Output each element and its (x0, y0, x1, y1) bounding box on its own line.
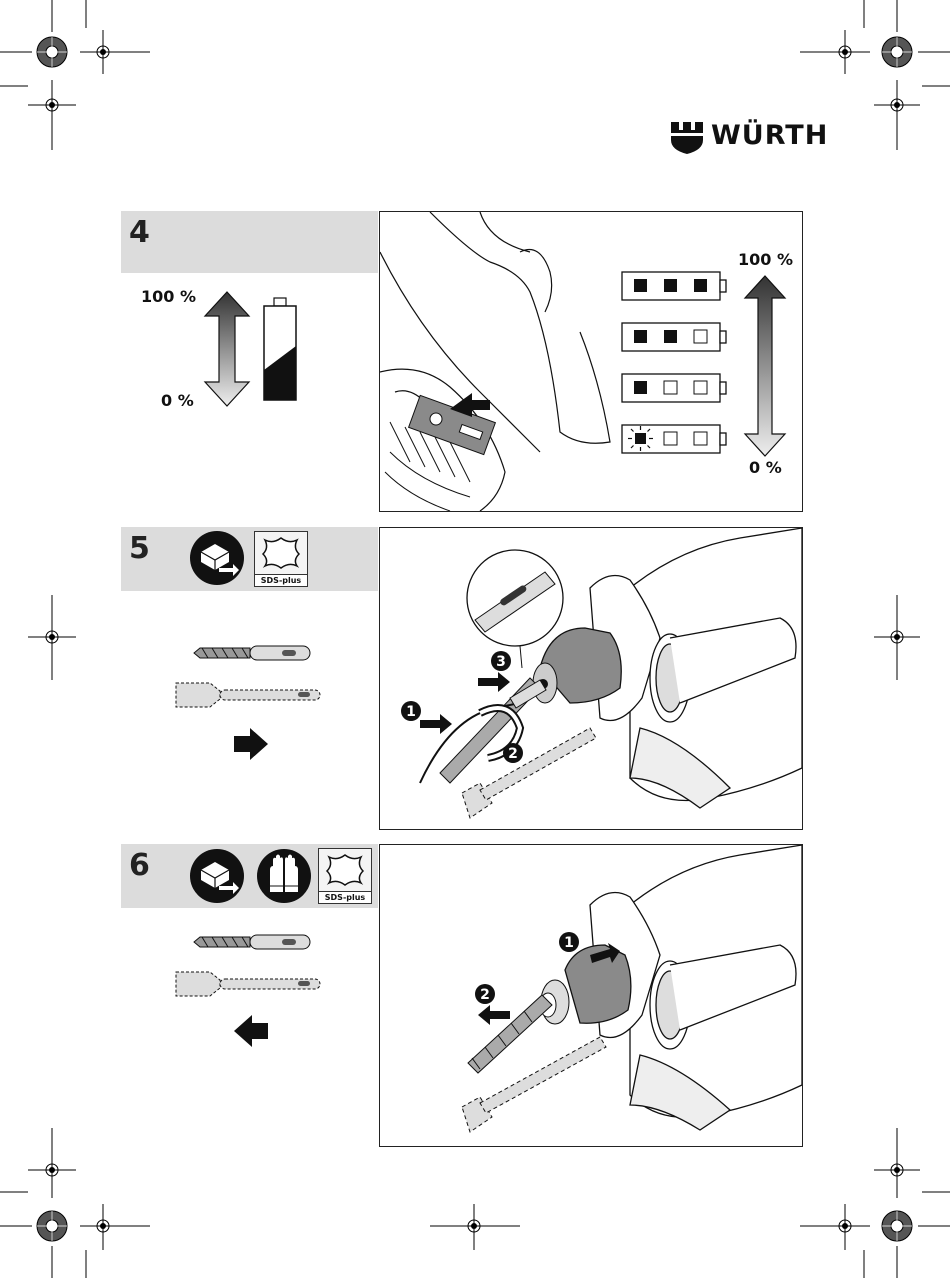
charge-top-label: 100 % (141, 287, 196, 306)
callout-number: 1 (406, 704, 416, 720)
sds-plus-label: SDS-plus (319, 891, 371, 903)
step-5-header: 5 SDS-plus (121, 527, 378, 591)
step-4-illustration: 100 % 0 % (379, 211, 803, 512)
sds-plus-icon: SDS-plus (318, 848, 372, 904)
indicator-top-label: 100 % (738, 250, 793, 269)
charge-bottom-label: 0 % (161, 391, 194, 410)
chisel-icon (174, 681, 324, 709)
arrow-left-icon (232, 1013, 270, 1049)
up-down-arrow-icon (202, 290, 252, 408)
battery-level-2 (620, 321, 730, 353)
remove-battery-icon (189, 530, 245, 586)
callout-number: 2 (508, 746, 518, 762)
remove-battery-icon (189, 848, 245, 904)
brand-name: WÜRTH (711, 120, 828, 151)
drill-bit-icon (190, 932, 314, 952)
step-number: 5 (129, 531, 150, 566)
up-down-arrow-icon (742, 274, 788, 458)
battery-level-1 (620, 372, 730, 404)
step-number: 4 (129, 215, 150, 250)
step-6-illustration: 1 2 (379, 844, 803, 1147)
callout-2: 2 (502, 742, 524, 764)
callout-number: 3 (496, 654, 506, 670)
remove-tool-illustration (380, 845, 802, 1146)
battery-level-blinking (620, 423, 730, 455)
battery-level-3 (620, 270, 730, 302)
insert-tool-illustration (380, 528, 802, 829)
callout-2: 2 (474, 983, 496, 1005)
arrow-right-icon (232, 726, 270, 762)
step-5-illustration: 1 2 3 (379, 527, 803, 830)
gloves-icon (256, 848, 312, 904)
callout-1: 1 (400, 700, 422, 722)
sds-plus-label: SDS-plus (255, 574, 307, 586)
sds-shank-icon (255, 532, 307, 574)
sds-plus-icon: SDS-plus (254, 531, 308, 587)
callout-1: 1 (558, 931, 580, 953)
wuerth-logo-icon (669, 120, 705, 156)
drill-bit-icon (190, 643, 314, 663)
callout-number: 2 (480, 987, 490, 1003)
step-4-header: 4 (121, 211, 378, 273)
step-6-header: 6 SDS-plus (121, 844, 378, 908)
step-number: 6 (129, 848, 150, 883)
callout-3: 3 (490, 650, 512, 672)
chisel-icon (174, 970, 324, 998)
battery-icon (260, 296, 300, 404)
sds-shank-icon (319, 849, 371, 891)
callout-number: 1 (564, 935, 574, 951)
indicator-bottom-label: 0 % (749, 458, 782, 477)
